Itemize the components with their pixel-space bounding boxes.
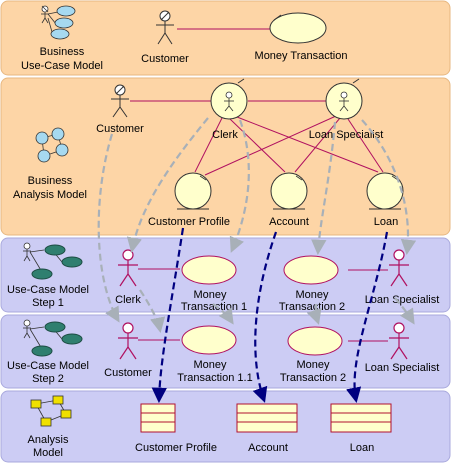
trace-arrow — [229, 119, 250, 253]
band-label-line: Use-Case Model — [7, 284, 89, 296]
business-analysis-model-icon — [35, 127, 69, 163]
business-actor-customer-analysis[interactable] — [111, 84, 129, 118]
analysis-class-loan[interactable] — [330, 403, 392, 433]
use-case-model-step2-icon — [23, 319, 83, 357]
use-case-money-transaction-1-1[interactable] — [181, 325, 237, 355]
band-label-line: Business — [28, 175, 73, 187]
analysis-class-customer-profile[interactable] — [140, 403, 176, 433]
trace-arrow — [306, 303, 322, 325]
use-case-money-transaction-2[interactable] — [283, 255, 339, 285]
business-entity-account[interactable] — [270, 172, 308, 210]
class-label: Account — [248, 442, 288, 454]
band-label-line: Analysis Model — [13, 189, 87, 201]
band-label-line: Business — [40, 46, 85, 58]
use-case-label: Transaction 1 — [181, 301, 247, 313]
class-label: Loan — [350, 442, 374, 454]
entity-label: Loan — [374, 216, 398, 228]
business-use-case-money-transaction[interactable] — [269, 12, 327, 44]
band-label-line: Use-Case Model — [7, 360, 89, 372]
business-worker-loan-specialist[interactable] — [325, 78, 363, 120]
trace-arrow — [394, 297, 415, 325]
trace-arrow — [252, 231, 278, 403]
trace-arrow — [97, 133, 120, 323]
worker-label: Clerk — [212, 129, 238, 141]
use-case-label: Transaction 2 — [280, 372, 346, 384]
business-entity-loan[interactable] — [366, 172, 404, 210]
band-label-line: Use-Case Model — [21, 60, 103, 72]
worker-label: Loan Specialist — [309, 129, 384, 141]
use-case-model-step1-icon — [23, 242, 83, 280]
trace-arrow — [126, 117, 209, 254]
band-label-line: Step 1 — [32, 297, 64, 309]
business-use-case-model-icon — [41, 5, 76, 40]
trace-arrow — [151, 227, 185, 404]
actor-customer-step2[interactable] — [118, 322, 138, 360]
use-case-label: Money — [296, 359, 330, 371]
actor-label: Customer — [104, 367, 152, 379]
entity-label: Customer Profile — [148, 216, 230, 228]
trace-arrow — [346, 231, 389, 404]
analysis-model-icon — [30, 395, 72, 427]
band-label-line: Model — [33, 447, 63, 459]
use-case-label: Money — [193, 359, 227, 371]
use-case-label: Transaction 2 — [279, 301, 345, 313]
blue-trace-arrows — [151, 227, 389, 404]
actor-label: Clerk — [115, 294, 141, 306]
analysis-class-account[interactable] — [236, 403, 298, 433]
business-worker-clerk[interactable] — [210, 78, 248, 120]
use-case-label: Money Transaction — [255, 50, 348, 62]
class-label: Customer Profile — [135, 442, 217, 454]
use-case-label: Transaction 1.1 — [177, 372, 252, 384]
trace-arrow — [139, 289, 166, 334]
use-case-money-transaction-1[interactable] — [181, 255, 237, 285]
business-entity-customer-profile[interactable] — [174, 172, 212, 210]
trace-arrow — [212, 303, 234, 325]
business-analysis-associations — [130, 100, 384, 176]
business-actor-customer[interactable] — [156, 10, 174, 45]
use-case-label: Money — [295, 289, 329, 301]
actor-loan-specialist-step2[interactable] — [389, 322, 409, 360]
actor-label: Customer — [96, 123, 144, 135]
actor-label: Loan Specialist — [365, 362, 440, 374]
actor-clerk-step1[interactable] — [118, 249, 138, 287]
grey-trace-arrows — [97, 117, 417, 334]
band-business-use-case — [0, 0, 451, 76]
use-case-label: Money — [193, 289, 227, 301]
entity-label: Account — [269, 216, 309, 228]
actor-label: Loan Specialist — [365, 294, 440, 306]
use-case-money-transaction-2-step2[interactable] — [287, 326, 343, 356]
band-label-line: Step 2 — [32, 373, 64, 385]
band-label-line: Analysis — [28, 434, 69, 446]
actor-label: Customer — [141, 53, 189, 65]
